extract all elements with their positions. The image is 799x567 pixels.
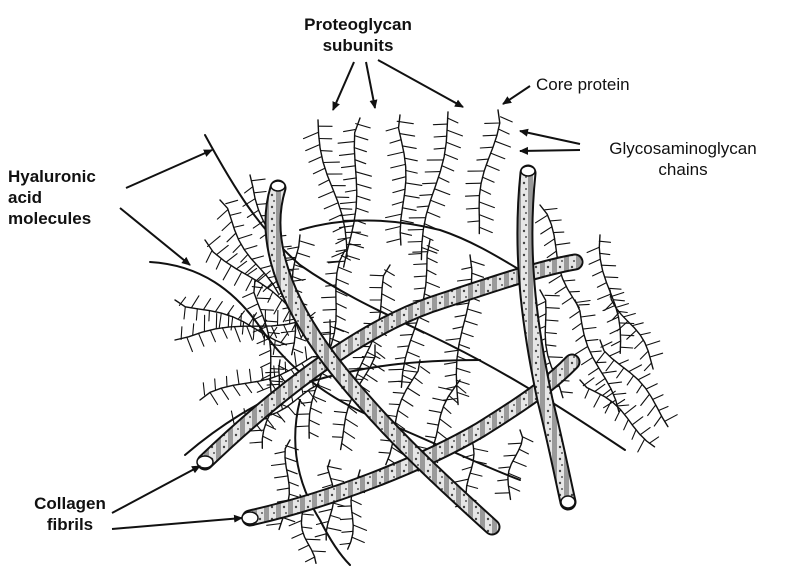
arrow-hyaluronic-2 (120, 208, 190, 265)
label-proteoglycan-line1: Proteoglycan (283, 14, 433, 35)
label-collagen-line1: Collagen (25, 493, 115, 514)
label-hyaluronic-acid-molecules: Hyaluronic acid molecules (8, 166, 96, 229)
label-hyaluronic-line1: Hyaluronic (8, 166, 96, 187)
label-hyaluronic-line2: acid (8, 187, 96, 208)
arrow-proteoglycan-3 (378, 60, 463, 107)
label-collagen-fibrils: Collagen fibrils (25, 493, 115, 535)
label-gag-line2: chains (588, 159, 778, 180)
core-protein-strand (479, 110, 500, 234)
label-gag-line1: Glycosaminoglycan (588, 138, 778, 159)
glycosaminoglycan-chain-group (466, 117, 513, 233)
arrow-core-protein (503, 86, 530, 104)
label-glycosaminoglycan-chains: Glycosaminoglycan chains (588, 138, 778, 180)
arrow-hyaluronic-1 (126, 150, 212, 188)
hyaluronic-acid-backbones (150, 135, 625, 565)
glycosaminoglycan-chain-group (570, 304, 629, 407)
arrow-gag-1 (520, 131, 580, 144)
arrow-proteoglycan-1 (333, 62, 354, 110)
core-protein-strand (580, 380, 655, 447)
core-protein-strand (610, 290, 653, 369)
label-collagen-line2: fibrils (25, 514, 115, 535)
core-protein-strand (421, 112, 448, 260)
glycosaminoglycan-chain-group (495, 437, 533, 493)
arrow-collagen-2 (112, 518, 242, 529)
label-proteoglycan-line2: subunits (283, 35, 433, 56)
glycosaminoglycan-chain-group (304, 126, 361, 257)
label-hyaluronic-line3: molecules (8, 208, 96, 229)
core-protein-strand (318, 120, 347, 257)
arrow-collagen-1 (112, 466, 200, 513)
arrow-proteoglycan-2 (366, 62, 375, 108)
arrow-gag-2 (520, 150, 580, 151)
label-proteoglycan-subunits: Proteoglycan subunits (283, 14, 433, 56)
label-core-protein: Core protein (536, 74, 630, 95)
glycosaminoglycan-chain-group (179, 296, 287, 355)
collagen-fibrils (197, 166, 575, 527)
